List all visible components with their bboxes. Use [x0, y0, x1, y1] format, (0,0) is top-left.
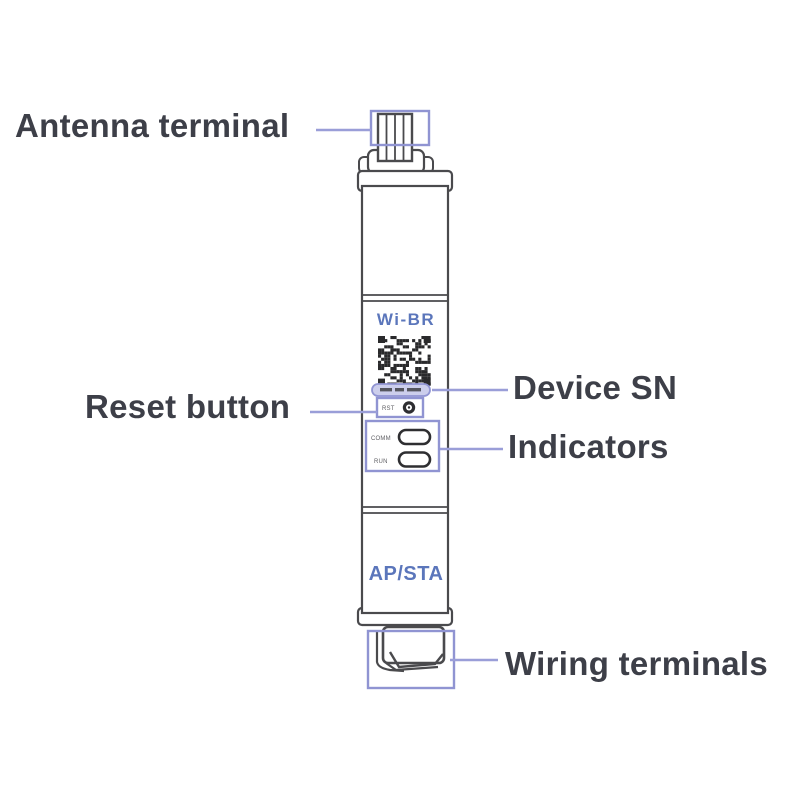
wiring-terminals-label: Wiring terminals — [505, 645, 769, 682]
comm-led-label: COMM — [371, 436, 391, 442]
reset-button-cluster: RST — [375, 396, 425, 419]
wiring-terminals — [375, 625, 446, 673]
antenna-terminal — [358, 112, 434, 175]
model-label: Wi-BR — [377, 310, 435, 329]
device-sn-label: Device SN — [513, 369, 678, 406]
comm-led — [397, 428, 432, 446]
run-led — [397, 451, 432, 468]
reset-button-label: Reset button — [85, 388, 291, 425]
antenna-highlight-box — [369, 109, 431, 147]
indicators-label: Indicators — [508, 428, 669, 465]
run-led-label: RUN — [374, 459, 388, 465]
reset-text-label: RST — [382, 406, 395, 412]
antenna-terminal-label: Antenna terminal — [15, 107, 290, 144]
mode-label: AP/STA — [369, 563, 444, 585]
device-sn-sticker — [371, 383, 431, 397]
indicators-cluster: COMM RUN — [364, 419, 441, 473]
